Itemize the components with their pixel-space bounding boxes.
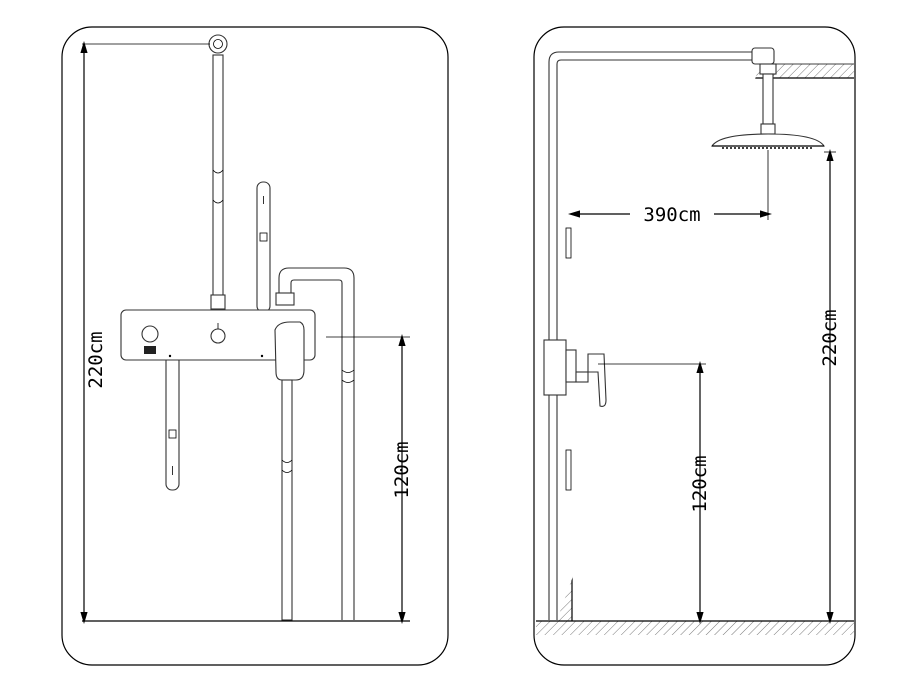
concealed-pipe xyxy=(548,47,775,620)
rain-shower-head xyxy=(710,133,826,149)
left-panel: 220cm 120cm xyxy=(61,26,449,666)
left-valve-height-dimension xyxy=(326,334,410,624)
right-total-height-label: 220cm xyxy=(819,309,841,366)
right-valve-height-dimension xyxy=(598,361,706,624)
right-panel: 390cm 220cm 120cm xyxy=(533,26,856,666)
shower-arm xyxy=(759,63,777,135)
top-ring-connector xyxy=(208,34,228,54)
arm-length-label: 390cm xyxy=(643,204,700,226)
floor-hatch xyxy=(536,621,854,635)
riser-pipe xyxy=(210,54,226,310)
wall-valve xyxy=(543,227,607,491)
mixer-valve-body xyxy=(120,309,316,361)
arm-length-dimension xyxy=(568,150,772,220)
hose-pipe xyxy=(281,379,293,621)
left-total-height-dimension xyxy=(80,41,210,624)
slide-rail-lower xyxy=(165,354,180,491)
valve-lever-handle xyxy=(274,321,305,381)
left-valve-height-label: 120cm xyxy=(391,441,413,498)
left-panel-frame xyxy=(61,26,449,666)
slide-rail-upper xyxy=(256,181,271,313)
left-total-height-label: 220cm xyxy=(85,331,107,388)
right-panel-frame xyxy=(533,26,856,666)
right-valve-height-label: 120cm xyxy=(689,455,711,512)
right-total-height-dimension xyxy=(824,149,836,624)
